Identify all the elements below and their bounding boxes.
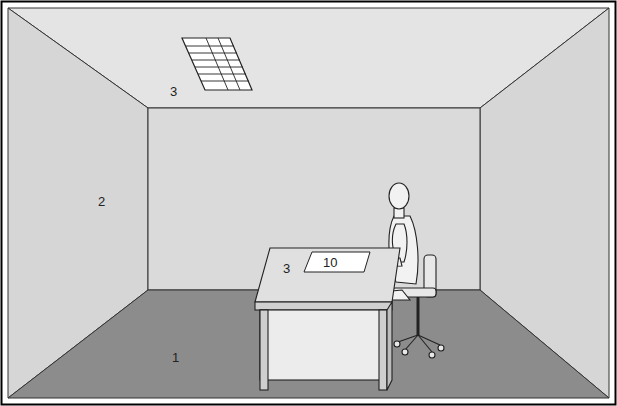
ceiling-light (182, 38, 252, 90)
callout-number: 2 (98, 195, 105, 208)
callout-number: 10 (323, 256, 337, 269)
desk (255, 248, 400, 390)
paper-sheet (304, 252, 370, 272)
callout-number: 3 (170, 85, 177, 98)
floor (8, 290, 609, 398)
callout-number: 3 (283, 262, 290, 275)
callout-number: 1 (172, 351, 179, 364)
